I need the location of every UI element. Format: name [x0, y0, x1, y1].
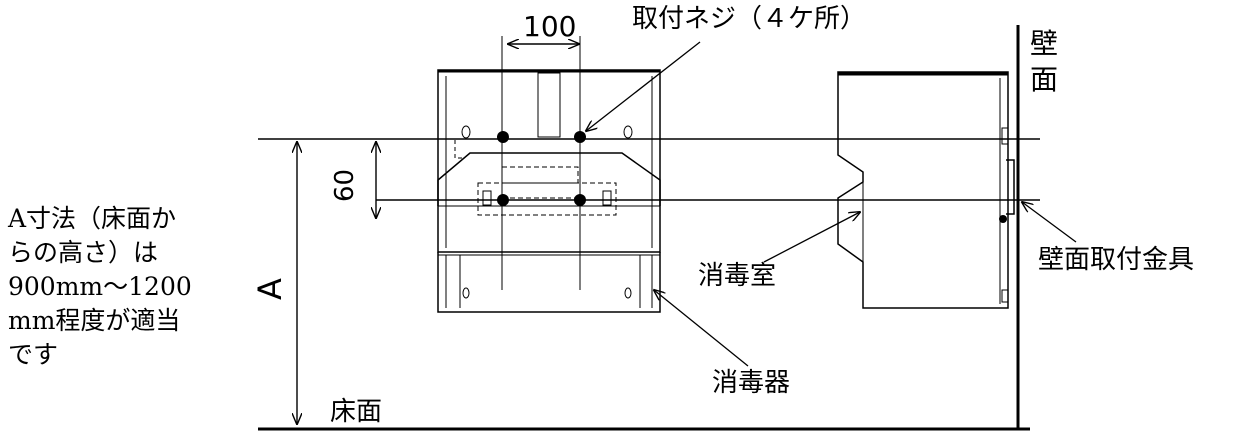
- bracket-leader-arrow: [1022, 202, 1077, 243]
- height-dimension-label: A: [251, 278, 289, 300]
- spacing-dimension-label: 60: [330, 168, 360, 202]
- chamber-label: 消毒室: [698, 261, 777, 291]
- bracket-label: 壁面取付金具: [1038, 245, 1195, 275]
- screw-top-right: [574, 131, 586, 143]
- device-front-view: [437, 69, 661, 313]
- device-side-view: [837, 71, 1015, 309]
- height-note-line-3: 900mm～1200: [8, 272, 192, 301]
- device-label: 消毒器: [712, 368, 791, 398]
- floor-label: 床面: [330, 397, 383, 427]
- mounting-screws: [497, 131, 586, 206]
- screw-bottom-left: [497, 194, 509, 206]
- wall-label-1: 壁: [1030, 27, 1059, 60]
- wall-label-2: 面: [1030, 63, 1059, 96]
- device-leader-arrow: [654, 290, 749, 367]
- height-note-line-5: です: [8, 340, 59, 369]
- screw-top-left: [497, 131, 509, 143]
- screw-bottom-right: [574, 194, 586, 206]
- screw-leader-arrow: [586, 41, 701, 131]
- height-note: A寸法（床面か らの高さ）は 900mm～1200 mm程度が適当 です: [8, 202, 240, 372]
- chamber-leader-arrow: [763, 212, 860, 263]
- screws-label: 取付ネジ（４ケ所）: [632, 4, 867, 34]
- height-note-line-4: mm程度が適当: [8, 306, 181, 335]
- width-dimension-label: 100: [523, 10, 577, 43]
- height-note-line-1: A寸法（床面か: [8, 204, 177, 233]
- height-note-line-2: らの高さ）は: [8, 238, 159, 267]
